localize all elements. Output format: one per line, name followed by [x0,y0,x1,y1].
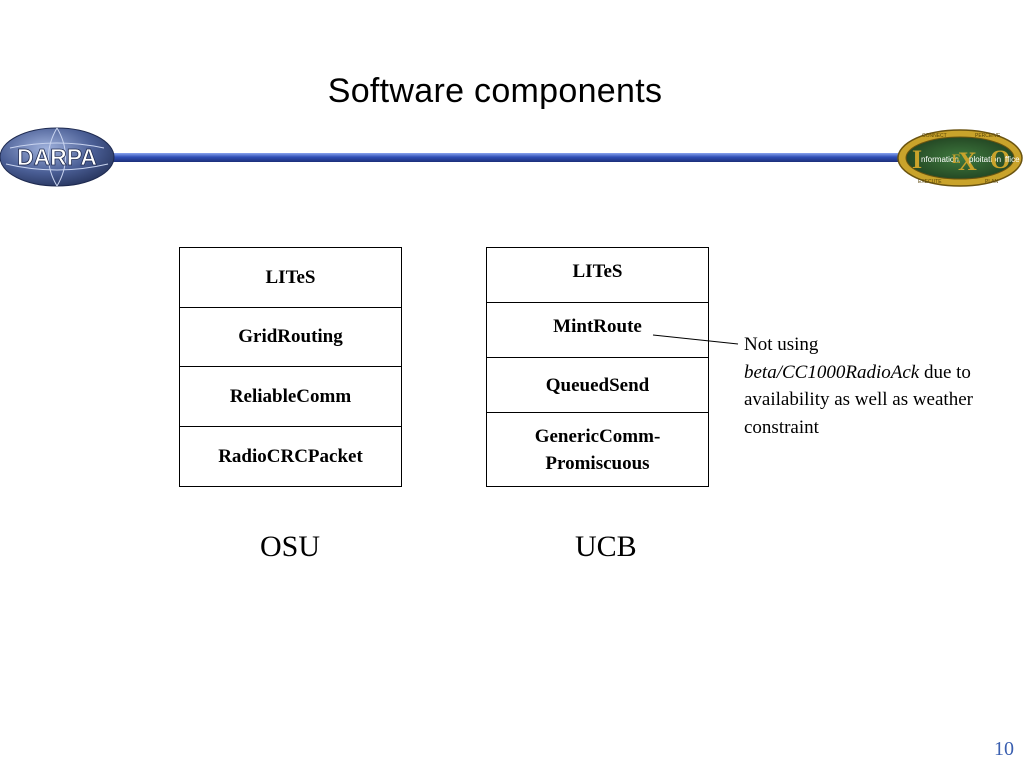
ixo-logo: I nformation E X ploitation O ffice CONN… [897,129,1023,187]
slide-title: Software components [327,72,663,110]
annotation-component: beta/CC1000RadioAck [744,361,920,383]
osu-layer-radiocrcpacket: RadioCRCPacket [218,445,363,467]
ucb-layer-queuedsend: QueuedSend [487,358,708,413]
svg-text:CONNECT: CONNECT [922,133,947,139]
osu-layer-lites: LITeS [180,248,401,308]
page-number: 10 [994,738,1014,760]
ucb-layer-genericcomm-promiscuous: GenericComm- Promiscuous [534,425,661,474]
ucb-layer-mintroute: MintRoute [487,303,708,358]
osu-layer-gridrouting: GridRouting [180,308,401,367]
osu-label: OSU [260,530,321,563]
svg-text:PERCEIVE: PERCEIVE [975,133,1001,139]
svg-text:O: O [990,145,1010,174]
svg-text:EXECUTE: EXECUTE [918,179,942,185]
ucb-layer-lites: LITeS [487,248,708,303]
banner-bar [90,153,920,162]
header-banner: DARPA I nformation E X ploitation O ffic… [0,127,1023,187]
svg-text:E: E [952,151,961,166]
osu-layer-reliablecomm: ReliableComm [180,367,401,427]
ucb-label: UCB [575,530,637,563]
svg-text:PLAN: PLAN [985,179,998,185]
svg-text:X: X [958,147,977,176]
svg-text:DARPA: DARPA [17,144,97,170]
svg-text:ploitation: ploitation [969,155,1001,164]
annotation-note: Not using beta/CC1000RadioAck due to ava… [744,331,1014,441]
darpa-logo: DARPA [0,127,115,187]
svg-text:I: I [912,145,922,174]
svg-text:nformation: nformation [921,155,959,164]
annotation-prefix: Not using [744,334,819,355]
ucb-stack: LITeS MintRoute QueuedSend GenericComm- … [486,247,709,487]
annotation-suffix: due to availability as well as weather c… [744,361,973,438]
osu-stack: LITeS GridRouting ReliableComm RadioCRCP… [179,247,402,487]
svg-text:ffice: ffice [1005,155,1020,164]
